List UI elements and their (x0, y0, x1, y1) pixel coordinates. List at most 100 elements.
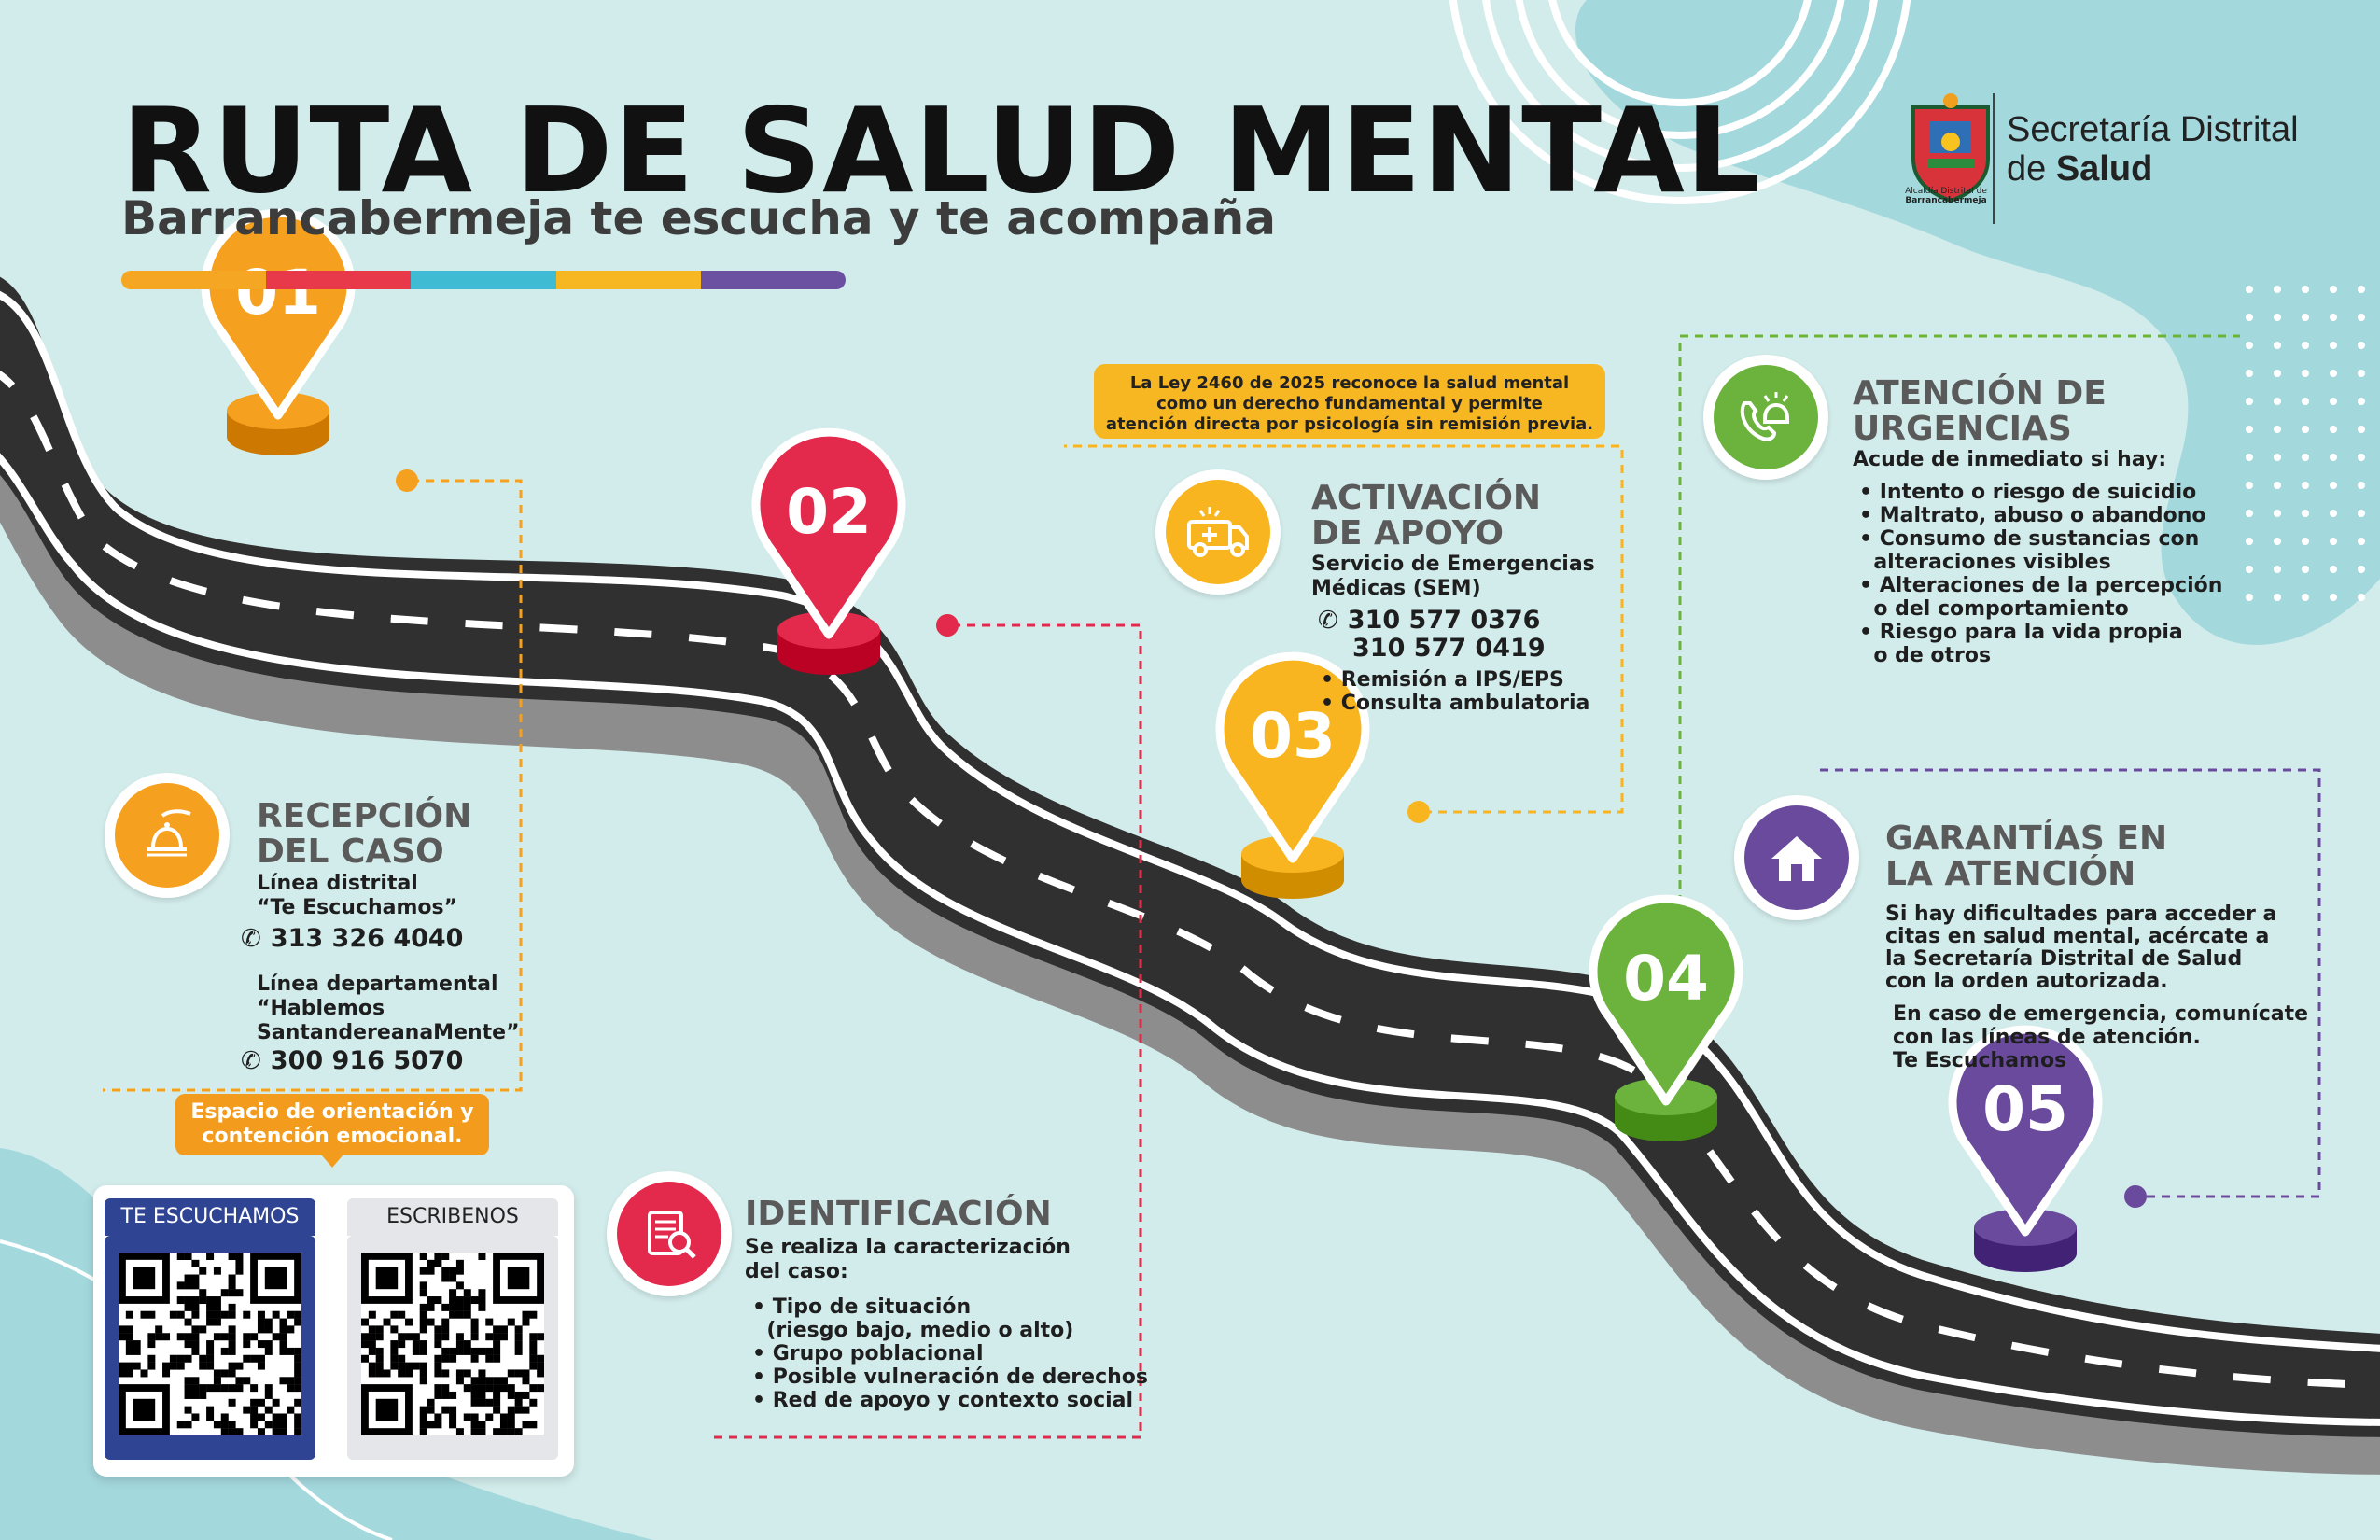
qr-module (419, 1325, 427, 1334)
qr-module (470, 1347, 479, 1355)
qr-module (499, 1421, 508, 1429)
qr-module (419, 1281, 427, 1290)
decor-dot (2358, 342, 2365, 349)
qr-module (279, 1325, 287, 1334)
urgencias-item: • Riesgo para la vida propia (1859, 621, 2183, 644)
qr-module (220, 1310, 229, 1319)
activacion-item: • Consulta ambulatoria (1321, 692, 1590, 715)
qr-module (427, 1406, 435, 1414)
qr-module (184, 1296, 192, 1305)
qr-module (191, 1377, 200, 1385)
qr-module (228, 1253, 236, 1260)
connector-04 (1678, 334, 2240, 933)
qr-module (184, 1253, 192, 1260)
qr-module (455, 1296, 464, 1305)
qr-module (294, 1413, 301, 1421)
qr-module (147, 1362, 156, 1370)
qr-module (441, 1354, 450, 1363)
qr-module (493, 1406, 501, 1414)
law-note-line-3: atención directa por psicología sin remi… (1105, 414, 1594, 434)
qr-module (493, 1340, 501, 1349)
qr-module (514, 1398, 523, 1407)
qr-module (419, 1310, 427, 1319)
qr-module (383, 1318, 391, 1326)
qr-module (250, 1406, 259, 1414)
decor-dot (2330, 426, 2337, 433)
qr-module (463, 1369, 471, 1378)
road-edge-bottom (0, 453, 2380, 1426)
qr-module (235, 1362, 244, 1370)
qr-module (119, 1362, 126, 1370)
qr-module (264, 1391, 273, 1399)
qr-module (434, 1354, 442, 1363)
decor-dot (2246, 314, 2253, 321)
identificacion-item: • Tipo de situación (752, 1295, 972, 1319)
qr-module (184, 1281, 192, 1290)
qr-module (279, 1318, 287, 1326)
urgencias-title-2: URGENCIAS (1853, 410, 2072, 448)
qr-module (507, 1369, 515, 1378)
qr-module (176, 1296, 185, 1305)
recepcion-icon-circle (105, 773, 230, 898)
qr-module (412, 1333, 420, 1341)
qr-code-escribenos[interactable] (361, 1253, 544, 1435)
decor-dot (2358, 398, 2365, 405)
decor-dot (2330, 370, 2337, 377)
urgencias-list: • Intento o riesgo de suicidio• Maltrato… (1859, 481, 2222, 667)
qr-module (390, 1354, 399, 1363)
qr-module (250, 1421, 259, 1429)
qr-module (191, 1296, 200, 1305)
qr-code-te-escuchamos[interactable] (119, 1253, 301, 1435)
qr-module (279, 1413, 287, 1421)
qr-module (455, 1377, 464, 1385)
urgencias-item: • Alteraciones de la percepción (1859, 574, 2223, 597)
logo-text: Secretaría Distrital de Salud (2007, 110, 2299, 189)
qr-module (522, 1421, 530, 1429)
decor-dot (2330, 342, 2337, 349)
qr-module (220, 1428, 229, 1435)
urgencias-item: • Maltrato, abuso o abandono (1859, 504, 2206, 527)
qr-module (228, 1340, 236, 1349)
qr-module (419, 1340, 427, 1349)
qr-module (398, 1340, 406, 1349)
activacion-phones: ✆310 577 0376 310 577 0419 (1318, 607, 1546, 663)
qr-module (162, 1333, 171, 1341)
qr-module (375, 1333, 384, 1341)
qr-module (199, 1267, 207, 1275)
identificacion-list: • Tipo de situación (riesgo bajo, medio … (752, 1295, 1148, 1412)
qr-finder (133, 1267, 156, 1290)
garantias-title: GARANTÍAS EN LA ATENCIÓN (1885, 821, 2167, 892)
qr-module (507, 1384, 515, 1393)
connector-01 (103, 479, 523, 1092)
qr-module (441, 1303, 450, 1311)
qr-module (529, 1421, 538, 1429)
qr-module (427, 1318, 435, 1326)
ambulance-icon (1187, 507, 1249, 557)
qr-module (478, 1303, 486, 1311)
qr-module (287, 1384, 295, 1393)
qr-module (493, 1354, 501, 1363)
urgencias-item: o de otros (1859, 644, 1992, 667)
qr-module (478, 1296, 486, 1305)
connector-02-dot (936, 614, 959, 637)
decor-dot (2302, 370, 2309, 377)
qr-module (485, 1384, 494, 1393)
qr-module (507, 1413, 515, 1421)
qr-module (478, 1369, 486, 1378)
qr-module (375, 1325, 384, 1334)
qr-module (169, 1354, 177, 1363)
qr-finder (507, 1267, 530, 1290)
qr-module (213, 1384, 221, 1393)
qr-module (485, 1413, 494, 1421)
qr-module (514, 1428, 523, 1435)
garantias-title-1: GARANTÍAS EN (1885, 819, 2168, 858)
qr-module (529, 1333, 538, 1341)
qr-module (162, 1362, 171, 1370)
qr-module (228, 1347, 236, 1355)
qr-module (220, 1413, 229, 1421)
qr-module (287, 1310, 295, 1319)
recepcion-line-a: Línea distrital “Te Escuchamos” (257, 872, 457, 920)
decor-dot (2358, 594, 2365, 601)
qr-module (279, 1421, 287, 1429)
house-icon (1771, 836, 1822, 881)
